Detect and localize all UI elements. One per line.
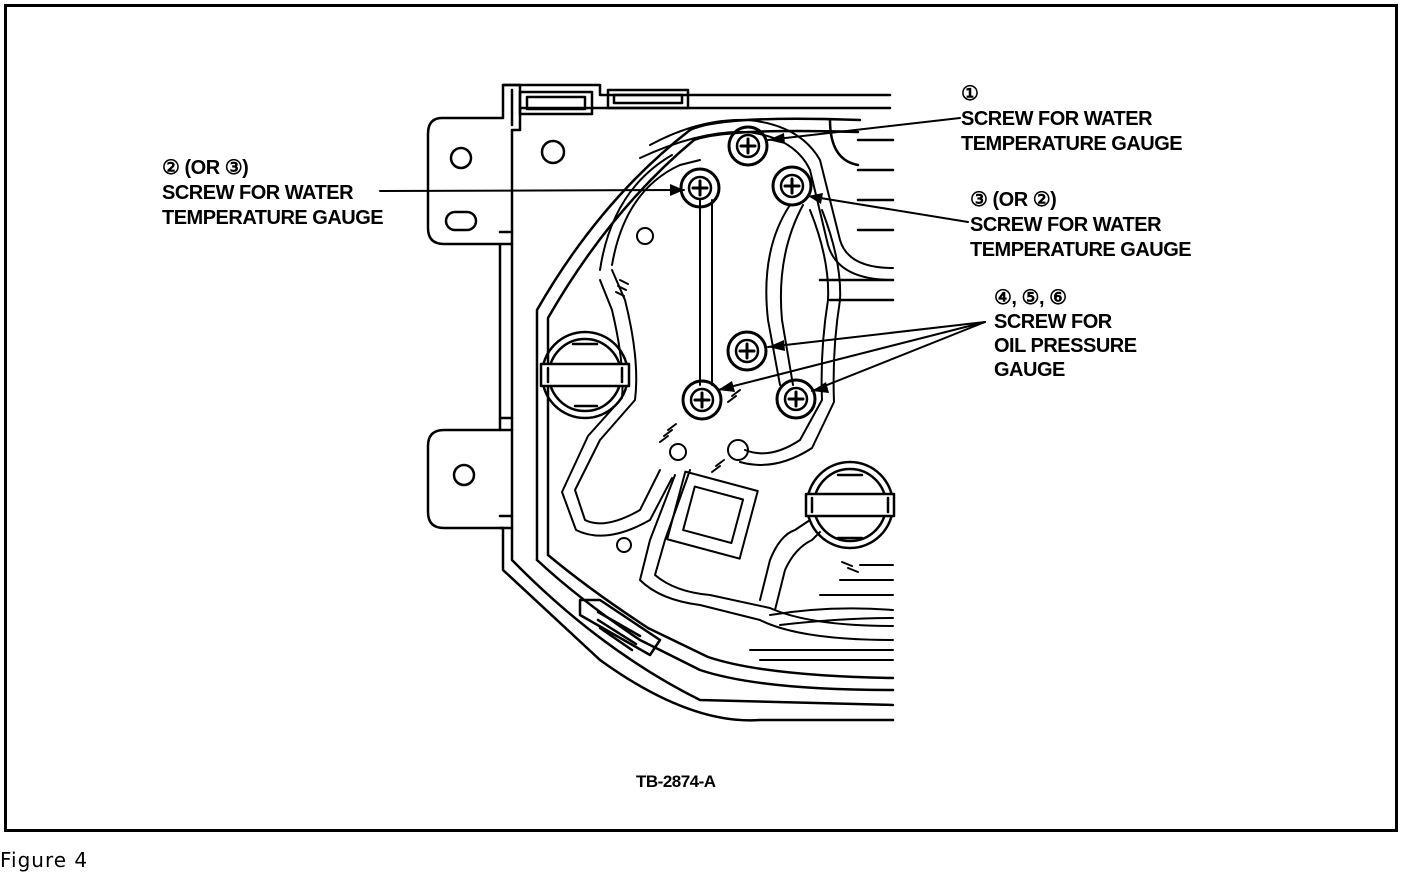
screw-6 (775, 378, 817, 420)
figure-caption: Figure 4 (0, 848, 89, 872)
callout-screw-2-line1: SCREW FOR WATER (162, 182, 354, 204)
callout-screw-1: ① SCREW FOR WATER TEMPERATURE GAUGE (961, 82, 1183, 157)
screw-2 (679, 167, 721, 209)
bulb-socket-left (539, 330, 631, 420)
circuit-vias (616, 227, 749, 553)
callout-screw-1-line2: TEMPERATURE GAUGE (961, 133, 1183, 155)
callout-screws-4-5-6: ④, ⑤, ⑥ SCREW FOR OIL PRESSURE GAUGE (994, 286, 1137, 382)
callout-screw-3-number: ③ (OR ②) (970, 189, 1057, 211)
circuit-board (535, 117, 895, 692)
callout-screw-1-number: ① (961, 83, 979, 105)
callout-screws-4-5-6-line3: GAUGE (994, 359, 1065, 381)
screw-5 (681, 379, 723, 421)
callout-screw-3: ③ (OR ②) SCREW FOR WATER TEMPERATURE GAU… (970, 188, 1192, 263)
arrowheads (670, 133, 829, 393)
bulb-socket-right (804, 460, 896, 550)
bottom-connector (578, 598, 662, 657)
callout-screw-1-line1: SCREW FOR WATER (961, 108, 1153, 130)
callout-screw-2-line2: TEMPERATURE GAUGE (162, 207, 384, 229)
callout-screw-3-line1: SCREW FOR WATER (970, 214, 1162, 236)
figure-id: TB-2874-A (636, 772, 716, 791)
spring-details (615, 279, 859, 573)
mounting-holes (444, 139, 566, 487)
callout-screw-2-number: ② (OR ③) (162, 157, 249, 179)
callout-screws-4-5-6-line2: OIL PRESSURE (994, 335, 1137, 357)
leader-lines (379, 117, 986, 392)
callout-screws-4-5-6-number: ④, ⑤, ⑥ (994, 287, 1067, 309)
callout-screw-2: ② (OR ③) SCREW FOR WATER TEMPERATURE GAU… (162, 156, 384, 231)
screw-4 (726, 330, 768, 372)
callout-screw-3-line2: TEMPERATURE GAUGE (970, 239, 1192, 261)
cluster-housing (426, 83, 895, 722)
circuit-traces (561, 118, 894, 661)
figure-frame (4, 4, 1398, 832)
screw-1 (727, 125, 769, 167)
callout-screws-4-5-6-line1: SCREW FOR (994, 311, 1112, 333)
screw-3 (771, 165, 813, 207)
